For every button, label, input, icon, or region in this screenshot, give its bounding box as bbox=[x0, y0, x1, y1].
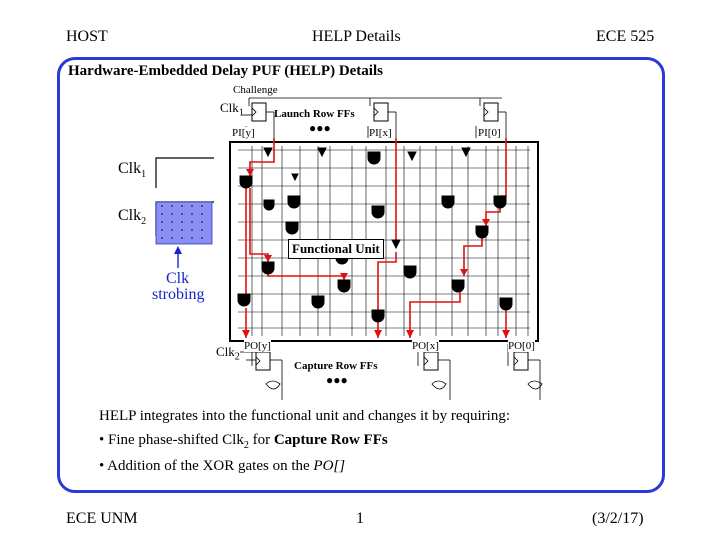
launch-dots: ●●● bbox=[309, 121, 331, 135]
capture-clk-label: Clk2 bbox=[216, 344, 240, 363]
strobe-arrow bbox=[174, 246, 182, 254]
capture-row-label: Capture Row FFs bbox=[294, 360, 378, 372]
clk2-wave-label: Clk2 bbox=[118, 207, 147, 228]
capture-ff-0 bbox=[513, 351, 529, 371]
capture-ff-y bbox=[255, 351, 271, 371]
strobe-region bbox=[155, 201, 213, 245]
logic-gates bbox=[237, 147, 513, 323]
header-right: ECE 525 bbox=[596, 28, 655, 45]
po-x-label: PO[x] bbox=[412, 340, 439, 352]
functional-unit-box bbox=[229, 141, 539, 342]
pi-x-label: PI[x] bbox=[369, 127, 392, 139]
intro-text: HELP integrates into the functional unit… bbox=[99, 408, 511, 424]
header-center: HELP Details bbox=[312, 28, 401, 45]
footer-page-number: 1 bbox=[356, 510, 364, 527]
po-0-label: PO[0] bbox=[508, 340, 535, 352]
launch-ff-y bbox=[251, 102, 267, 122]
launch-ff-0 bbox=[483, 102, 499, 122]
footer-left: ECE UNM bbox=[66, 510, 138, 527]
functional-unit-label: Functional Unit bbox=[288, 239, 384, 259]
capture-dots: ●●● bbox=[326, 373, 348, 387]
clk1-wave-label: Clk1 bbox=[118, 160, 147, 181]
pi-y-label: PI[y] bbox=[232, 127, 255, 139]
header-left: HOST bbox=[66, 28, 108, 45]
challenge-label: Challenge bbox=[233, 84, 278, 96]
launch-clk-label: Clk1 bbox=[220, 100, 244, 119]
launch-ff-x bbox=[373, 102, 389, 122]
slide-frame bbox=[57, 57, 665, 493]
po-y-label: PO[y] bbox=[244, 340, 271, 352]
pi-0-label: PI[0] bbox=[478, 127, 501, 139]
strobing-label-2: strobing bbox=[152, 286, 205, 303]
bullet-clk2: • Fine phase-shifted Clk2 for Capture Ro… bbox=[99, 432, 388, 451]
footer-date: (3/2/17) bbox=[592, 510, 644, 527]
launch-row-label: Launch Row FFs bbox=[274, 108, 355, 120]
slide-title: Hardware-Embedded Delay PUF (HELP) Detai… bbox=[68, 63, 383, 79]
strobing-label-1: Clk bbox=[166, 270, 190, 287]
capture-ff-x bbox=[423, 351, 439, 371]
bullet-xor: • Addition of the XOR gates on the PO[] bbox=[99, 458, 346, 474]
